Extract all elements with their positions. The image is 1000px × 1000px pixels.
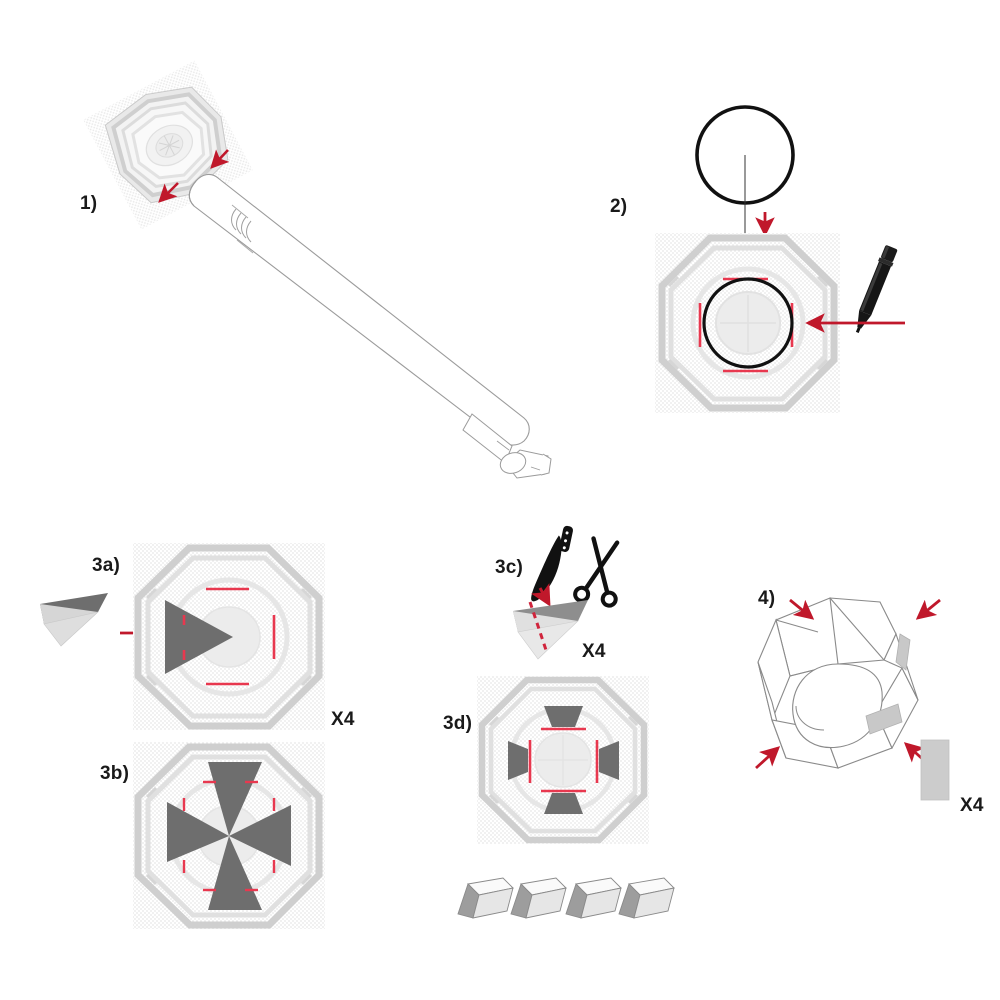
step-label-2: 2) (610, 196, 628, 217)
step3d-trimmed-wedges (508, 706, 619, 814)
step3a-inserted-wedge (165, 600, 233, 674)
traced-circle (702, 277, 794, 369)
octagon-cover-plate (104, 86, 229, 204)
step3c-dashed-cut-line (528, 601, 549, 654)
step-label-3a: 3a) (92, 555, 121, 576)
step4-red-arrows (755, 598, 941, 770)
gray-pad-piece (920, 739, 950, 801)
step-4-illustration (755, 597, 950, 801)
step-3c-illustration (513, 525, 620, 660)
step-label-3b: 3b) (100, 763, 130, 784)
step-label-1: 1) (80, 193, 98, 214)
step-3b-illustration (133, 742, 325, 929)
step3c-cut-arrow (531, 583, 551, 607)
qty-label-3a: X4 (331, 709, 355, 730)
trapezoid-block (510, 877, 567, 919)
applied-pads (865, 633, 911, 735)
cylindrical-tube (188, 173, 552, 479)
trapezoid-block (618, 877, 675, 919)
step3b-four-wedges (167, 762, 291, 910)
step3d-octagon-panel (477, 676, 649, 844)
step-label-3d: 3d) (443, 713, 473, 734)
step-2-illustration (655, 105, 905, 413)
step3a-red-guide-marks (182, 587, 276, 686)
scissors-icon (573, 536, 620, 608)
trapezoid-block (565, 877, 622, 919)
step3b-red-guide-marks (182, 780, 276, 892)
step-3d-illustration (477, 676, 649, 844)
step-1-illustration (83, 60, 552, 479)
step-label-3c: 3c) (495, 557, 524, 578)
step3a-wedge-piece (40, 593, 108, 647)
knife-icon (531, 525, 573, 602)
trapezoid-offcut-pieces (457, 877, 675, 919)
qty-label-3c: X4 (582, 641, 606, 662)
marker-pen-icon (855, 245, 898, 334)
qty-label-4: X4 (960, 795, 984, 816)
step-3a-illustration (40, 543, 325, 730)
step3c-wedge-piece (513, 600, 588, 660)
step1-red-arrows (158, 149, 230, 203)
trapezoid-block (457, 877, 514, 919)
step-label-4: 4) (758, 588, 776, 609)
step3d-red-guide-marks (528, 727, 599, 793)
octagonal-ring-3d (757, 597, 919, 769)
